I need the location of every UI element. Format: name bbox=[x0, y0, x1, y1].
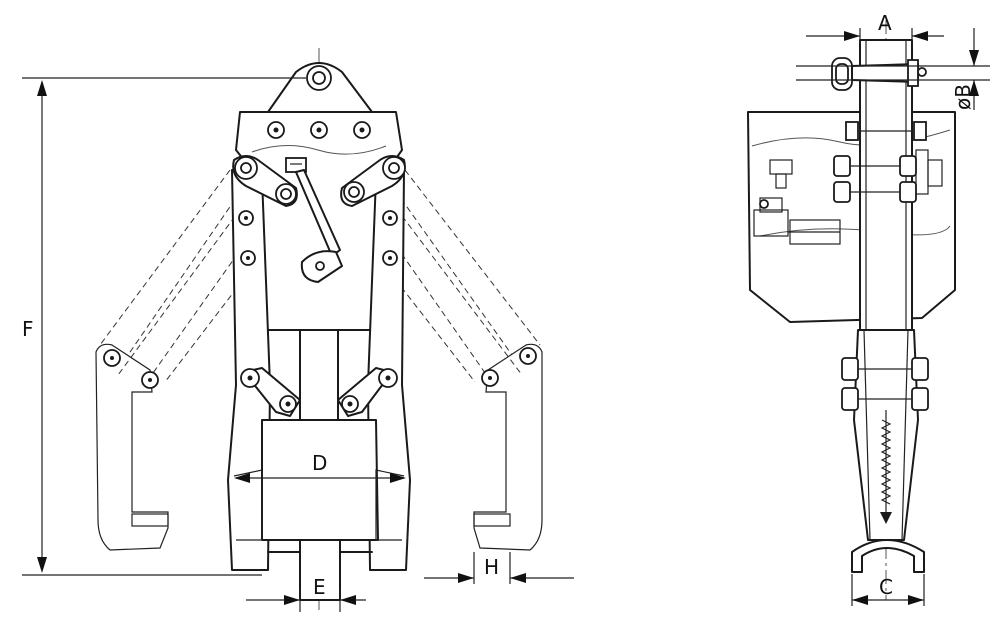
dimension-c bbox=[851, 574, 925, 606]
dimension-a bbox=[806, 28, 944, 44]
dim-label-e: E bbox=[313, 575, 326, 599]
side-bolts-lower bbox=[841, 357, 929, 411]
front-view: F D E H bbox=[22, 48, 574, 612]
side-internal-parts bbox=[753, 159, 841, 245]
side-top-shackle bbox=[831, 57, 927, 91]
dimension-d bbox=[234, 473, 406, 483]
dim-label-h: H bbox=[484, 555, 499, 579]
side-jaw-foot bbox=[851, 539, 925, 573]
dim-label-a: A bbox=[878, 11, 892, 35]
dim-label-d: D bbox=[312, 451, 327, 475]
left-jaw-open bbox=[95, 343, 169, 551]
center-stem bbox=[299, 329, 339, 431]
dim-label-b: øB bbox=[951, 84, 975, 110]
side-housing bbox=[747, 111, 956, 323]
dim-label-f: F bbox=[22, 317, 34, 341]
side-bolts-upper bbox=[833, 121, 943, 203]
lower-housing bbox=[261, 419, 379, 553]
dimension-h bbox=[424, 552, 574, 584]
right-jaw-open bbox=[473, 343, 543, 551]
dimension-f bbox=[22, 77, 306, 576]
side-view: A øB C bbox=[747, 11, 990, 606]
dim-label-c: C bbox=[879, 575, 893, 599]
dimension-b bbox=[796, 28, 990, 110]
dimension-e bbox=[246, 588, 366, 612]
pins-front bbox=[103, 65, 537, 413]
